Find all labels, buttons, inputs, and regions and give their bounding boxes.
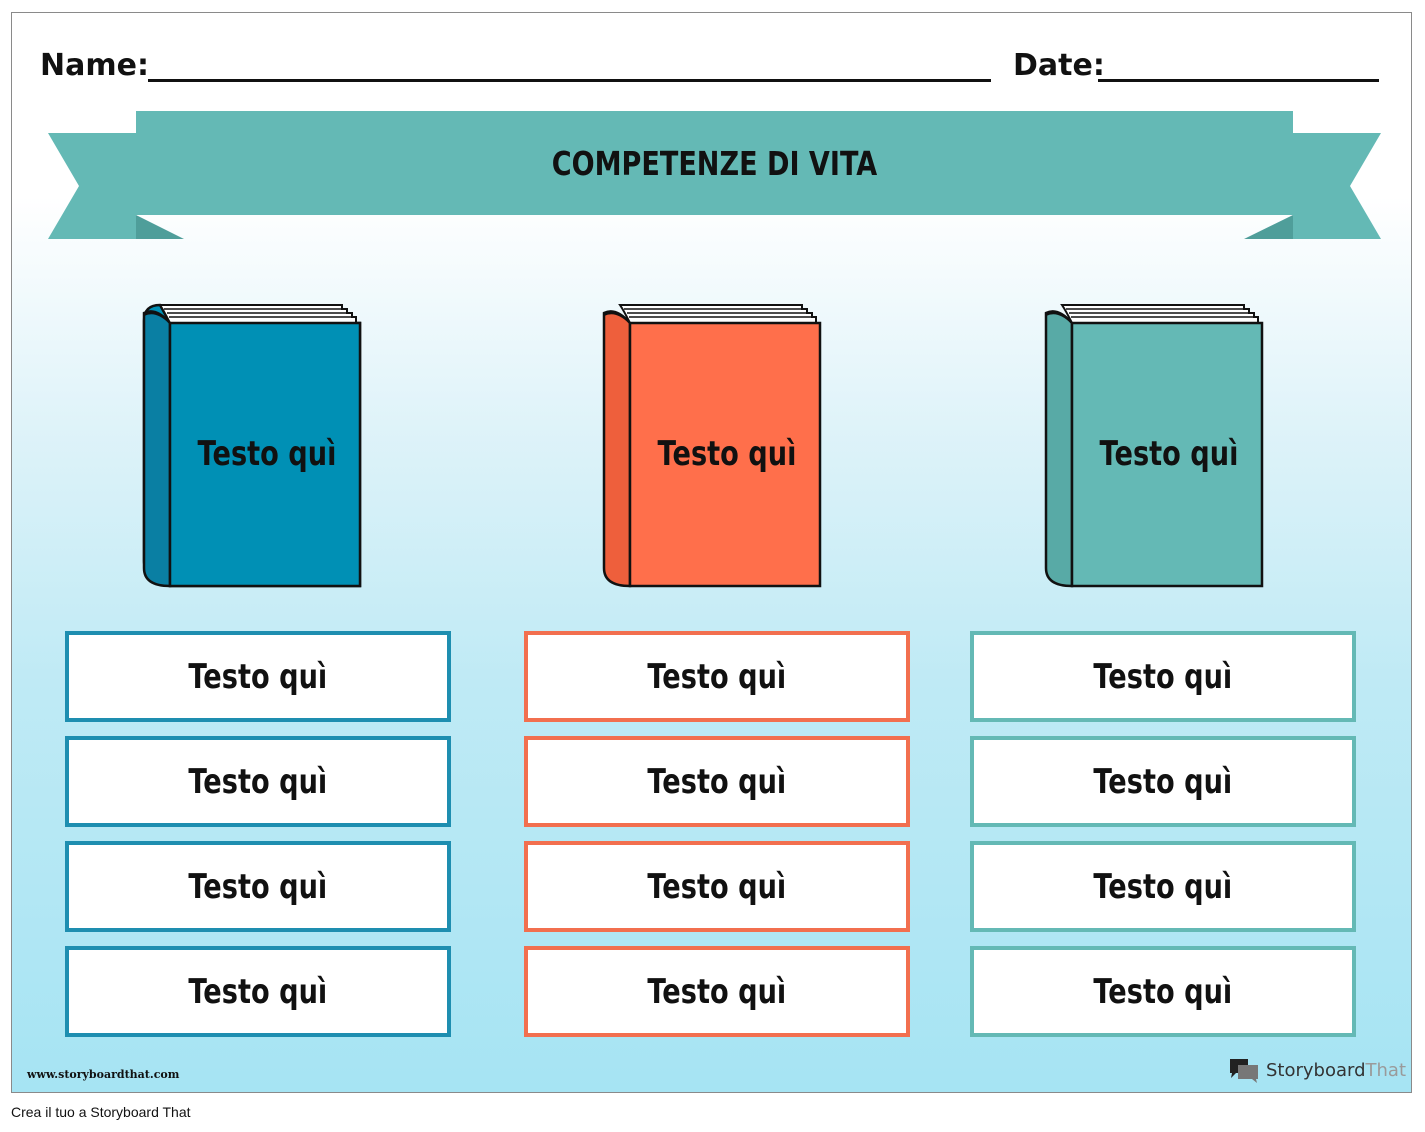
- text-box-1-3[interactable]: Testo quì: [65, 841, 451, 932]
- ribbon-right-fold: [1244, 215, 1293, 239]
- text-box-label: Testo quì: [647, 971, 787, 1012]
- text-box-2-2[interactable]: Testo quì: [524, 736, 910, 827]
- text-box-2-3[interactable]: Testo quì: [524, 841, 910, 932]
- banner-title: COMPETENZE DI VITA: [551, 143, 878, 183]
- text-box-1-2[interactable]: Testo quì: [65, 736, 451, 827]
- book-icon: [142, 303, 362, 588]
- text-box-2-1[interactable]: Testo quì: [524, 631, 910, 722]
- footer-credit[interactable]: Crea il tuo a Storyboard That: [11, 1104, 191, 1120]
- ribbon-left-tail: [48, 133, 136, 239]
- text-box-label: Testo quì: [647, 866, 787, 907]
- name-line[interactable]: [148, 79, 991, 82]
- text-box-label: Testo quì: [188, 761, 328, 802]
- book-label[interactable]: Testo quì: [1099, 434, 1239, 474]
- brand-storyboard: Storyboard: [1266, 1059, 1366, 1081]
- text-box-label: Testo quì: [188, 866, 328, 907]
- text-box-label: Testo quì: [1093, 656, 1233, 697]
- text-box-label: Testo quì: [1093, 866, 1233, 907]
- book-label[interactable]: Testo quì: [657, 434, 797, 474]
- book-teal: Testo quì: [1044, 303, 1276, 593]
- text-box-1-4[interactable]: Testo quì: [65, 946, 451, 1037]
- ribbon-left-fold: [136, 215, 184, 239]
- text-box-3-1[interactable]: Testo quì: [970, 631, 1356, 722]
- text-box-3-2[interactable]: Testo quì: [970, 736, 1356, 827]
- book-icon: [602, 304, 822, 588]
- ribbon-main: [136, 111, 1293, 215]
- text-box-label: Testo quì: [188, 656, 328, 697]
- text-box-label: Testo quì: [188, 971, 328, 1012]
- text-box-3-3[interactable]: Testo quì: [970, 841, 1356, 932]
- text-box-label: Testo quì: [647, 656, 787, 697]
- date-line[interactable]: [1098, 79, 1379, 82]
- book-icon: [1044, 304, 1264, 588]
- book-blue: Testo quì: [142, 303, 374, 593]
- date-label: Date:: [1013, 48, 1105, 83]
- book-orange: Testo quì: [602, 303, 834, 593]
- text-box-label: Testo quì: [1093, 971, 1233, 1012]
- ribbon-right-tail: [1293, 133, 1381, 239]
- storyboardthat-logo: StoryboardThat: [1228, 1057, 1406, 1083]
- speech-bubbles-icon: [1230, 1059, 1258, 1083]
- banner-ribbon: [48, 111, 1381, 239]
- book-label[interactable]: Testo quì: [197, 434, 337, 474]
- brand-that: That: [1365, 1059, 1407, 1081]
- text-box-1-1[interactable]: Testo quì: [65, 631, 451, 722]
- name-label: Name:: [40, 48, 149, 83]
- text-box-3-4[interactable]: Testo quì: [970, 946, 1356, 1037]
- worksheet: Name: Date: COMPETENZE DI VITA Testo quì: [11, 12, 1412, 1093]
- text-box-label: Testo quì: [647, 761, 787, 802]
- watermark-url: www.storyboardthat.com: [27, 1068, 180, 1081]
- text-box-label: Testo quì: [1093, 761, 1233, 802]
- text-box-2-4[interactable]: Testo quì: [524, 946, 910, 1037]
